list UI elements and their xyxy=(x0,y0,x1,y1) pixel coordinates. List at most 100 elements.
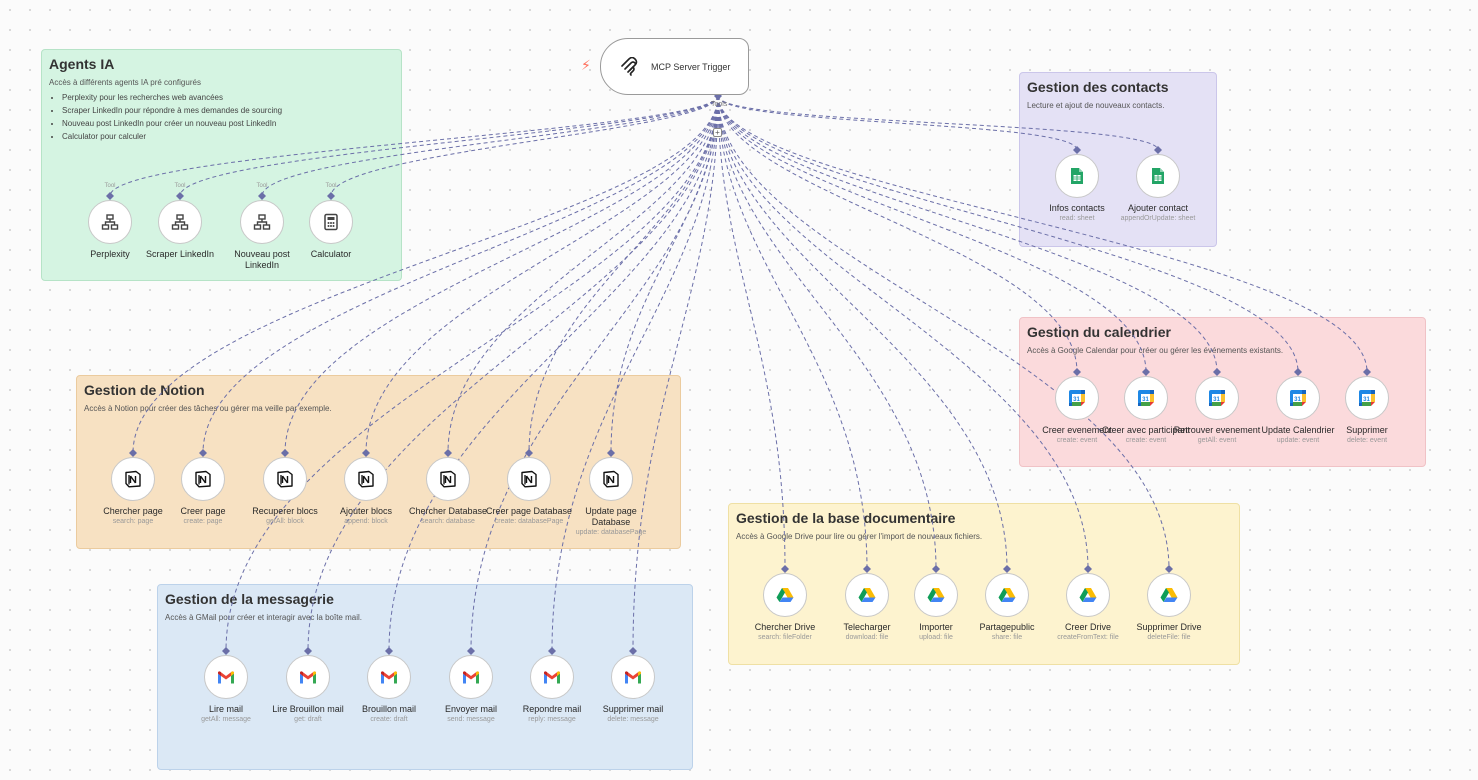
group-title: Gestion du calendrier xyxy=(1027,324,1171,340)
node-label: Update page Database xyxy=(585,506,637,527)
gmail-icon xyxy=(462,670,480,684)
node-circle[interactable]: 31 xyxy=(1276,376,1320,420)
gmail-icon xyxy=(380,670,398,684)
node-circle[interactable] xyxy=(88,200,132,244)
node-label: Telecharger xyxy=(843,622,891,632)
node-circle[interactable] xyxy=(286,655,330,699)
node-circle[interactable]: 31 xyxy=(1345,376,1389,420)
node-label: Creer avec participant xyxy=(1101,425,1191,435)
node-circle[interactable] xyxy=(263,457,307,501)
node-circle[interactable]: 31 xyxy=(1055,376,1099,420)
add-tool-button[interactable]: + xyxy=(713,128,722,137)
group-description: Accès à différents agents IA pré configu… xyxy=(49,78,201,87)
connection-edge[interactable] xyxy=(717,95,937,570)
node-circle[interactable] xyxy=(1066,573,1110,617)
node-circle[interactable] xyxy=(344,457,388,501)
connection-edge[interactable] xyxy=(388,95,719,652)
node-circle[interactable] xyxy=(204,655,248,699)
node-circle[interactable] xyxy=(1136,154,1180,198)
node-label: Ajouter blocs xyxy=(339,506,393,516)
group-description: Lecture et ajout de nouveaux contacts. xyxy=(1027,101,1165,110)
mcp-server-trigger-node[interactable]: MCP Server Trigger xyxy=(600,38,749,95)
node-operation: create: event xyxy=(1056,437,1098,444)
node-circle[interactable] xyxy=(367,655,411,699)
node-circle[interactable] xyxy=(845,573,889,617)
node-label: Brouillon mail xyxy=(361,704,417,714)
connection-edge[interactable] xyxy=(717,95,786,570)
node-circle[interactable] xyxy=(426,457,470,501)
node-circle[interactable] xyxy=(530,655,574,699)
node-circle[interactable] xyxy=(181,457,225,501)
node-label: Infos contacts xyxy=(1049,203,1105,213)
connection-edge[interactable] xyxy=(470,95,719,652)
node-circle[interactable] xyxy=(589,457,633,501)
node-circle[interactable] xyxy=(449,655,493,699)
node-circle[interactable] xyxy=(1055,154,1099,198)
connection-edge[interactable] xyxy=(717,95,1008,570)
node-operation: search: fileFolder xyxy=(758,634,812,641)
node-circle[interactable] xyxy=(240,200,284,244)
node-operation: delete: message xyxy=(607,716,659,723)
node-circle[interactable] xyxy=(1147,573,1191,617)
node-circle[interactable] xyxy=(507,457,551,501)
node-circle[interactable]: 31 xyxy=(1195,376,1239,420)
node-label: Ajouter contact xyxy=(1127,203,1189,213)
group-description: Accès à GMail pour créer et interagir av… xyxy=(165,613,362,622)
tool-connector-label: Tool xyxy=(256,183,268,189)
notion-icon xyxy=(124,470,142,488)
node-circle[interactable] xyxy=(914,573,958,617)
node-operation: upload: file xyxy=(919,634,953,641)
connection-edge[interactable] xyxy=(717,95,868,570)
node-circle[interactable] xyxy=(763,573,807,617)
node-circle[interactable] xyxy=(158,200,202,244)
node-label: Creer page Database xyxy=(485,506,573,516)
node-circle[interactable] xyxy=(611,655,655,699)
node-operation: getAll: event xyxy=(1197,437,1237,444)
node-label: Perplexity xyxy=(90,249,130,259)
node-operation: update: event xyxy=(1276,437,1320,444)
node-circle[interactable] xyxy=(111,457,155,501)
trigger-bolt-icon: ⚡ xyxy=(581,57,591,73)
google-calendar-icon: 31 xyxy=(1358,389,1376,407)
node-circle[interactable] xyxy=(309,200,353,244)
node-circle[interactable]: 31 xyxy=(1124,376,1168,420)
connection-edge[interactable] xyxy=(632,95,719,652)
connection-edge[interactable] xyxy=(551,95,719,652)
group-description: Accès à Notion pour créer des tâches ou … xyxy=(84,404,332,413)
tool-connector-label: Tool xyxy=(104,183,116,189)
google-calendar-icon: 31 xyxy=(1208,389,1226,407)
node-operation: search: database xyxy=(421,518,475,525)
node-circle[interactable] xyxy=(985,573,1029,617)
node-operation: getAll: message xyxy=(201,716,251,723)
